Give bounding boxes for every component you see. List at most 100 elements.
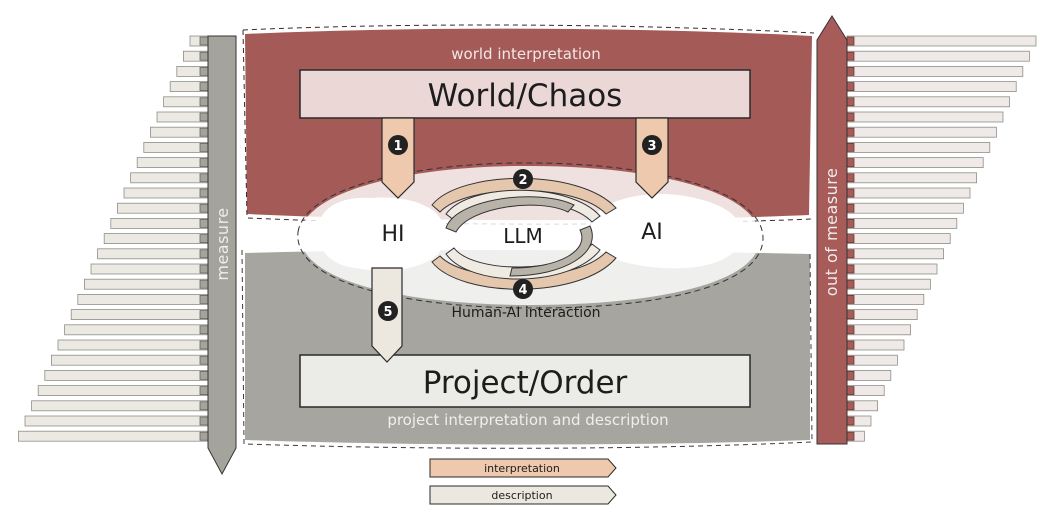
measure-bar bbox=[117, 202, 209, 214]
out-of-measure-bar bbox=[846, 293, 925, 305]
measure-bar-end bbox=[199, 173, 209, 183]
legend-interpretation-label: interpretation bbox=[484, 462, 560, 475]
out-of-measure-bar bbox=[846, 111, 1004, 123]
measure-bar-end bbox=[199, 188, 209, 198]
measure-bar-end bbox=[199, 355, 209, 365]
llm-exchange-arcs bbox=[431, 177, 617, 290]
ai-cloud bbox=[590, 194, 742, 269]
measure-label: measure bbox=[213, 207, 232, 280]
out-of-measure-bar-end bbox=[846, 142, 855, 152]
out-of-measure-bar-end bbox=[846, 234, 855, 244]
out-of-measure-bar bbox=[846, 202, 964, 214]
out-of-measure-bar bbox=[846, 172, 978, 184]
out-of-measure-bar-end bbox=[846, 386, 855, 396]
out-of-measure-bar-end bbox=[846, 431, 855, 441]
out-of-measure-bar-end bbox=[846, 67, 855, 76]
project-band-outline bbox=[241, 249, 813, 449]
interaction-ellipse-outline bbox=[297, 162, 764, 309]
measure-bar-end bbox=[199, 416, 209, 426]
measure-bar-end bbox=[199, 310, 209, 320]
svg-text:1: 1 bbox=[393, 139, 402, 154]
out-of-measure-bar-end bbox=[846, 173, 855, 183]
out-of-measure-bar-end bbox=[846, 310, 855, 320]
out-of-measure-bar bbox=[846, 309, 918, 321]
out-of-measure-bar-end bbox=[846, 158, 855, 168]
measure-bar bbox=[77, 293, 209, 305]
out-of-measure-bar bbox=[846, 339, 905, 351]
step-badge-1: 1 bbox=[388, 135, 408, 155]
measure-bar-end bbox=[199, 340, 209, 350]
out-of-measure-bar bbox=[846, 217, 958, 229]
measure-bar-end bbox=[199, 142, 209, 152]
measure-bar bbox=[103, 233, 209, 245]
out-of-measure-bar bbox=[846, 141, 991, 153]
world-interpretation-label: world interpretation bbox=[451, 45, 600, 63]
legend-description-swatch bbox=[429, 485, 617, 505]
measure-bar-end bbox=[199, 370, 209, 380]
out-of-measure-bar bbox=[846, 233, 951, 245]
legend-interpretation-swatch bbox=[429, 458, 617, 478]
arrow-3-world-to-ai bbox=[635, 117, 669, 199]
arrow-1-world-to-hi bbox=[381, 117, 415, 199]
measure-bar bbox=[31, 400, 209, 412]
out-of-measure-bar bbox=[846, 66, 1024, 77]
out-of-measure-bar bbox=[846, 248, 944, 260]
measure-bar-end bbox=[199, 203, 209, 213]
measure-bar bbox=[24, 415, 209, 427]
step-badge-3: 3 bbox=[642, 135, 662, 155]
out-of-measure-bar-end bbox=[846, 203, 855, 213]
out-of-measure-bar-end bbox=[846, 112, 855, 122]
measure-bar-end bbox=[199, 386, 209, 396]
project-interpretation-label: project interpretation and description bbox=[387, 411, 668, 429]
measure-bar-end bbox=[199, 97, 209, 107]
svg-text:4: 4 bbox=[518, 283, 527, 298]
measure-bar bbox=[44, 369, 209, 381]
measure-bar-end bbox=[199, 294, 209, 304]
out-of-measure-bar bbox=[846, 324, 911, 336]
out-of-measure-bar-end bbox=[846, 294, 855, 304]
measure-arrow bbox=[207, 35, 237, 476]
measure-bar bbox=[110, 217, 209, 229]
world-chaos-label: World/Chaos bbox=[428, 78, 623, 114]
out-of-measure-bar bbox=[846, 187, 971, 199]
out-of-measure-bar bbox=[846, 278, 931, 290]
measure-bar-end bbox=[199, 234, 209, 244]
measure-bar-end bbox=[199, 218, 209, 228]
out-of-measure-bar-stack bbox=[846, 35, 1037, 442]
measure-bar bbox=[149, 126, 209, 138]
measure-bar-end bbox=[199, 112, 209, 122]
measure-bar-end bbox=[199, 158, 209, 168]
out-of-measure-bar bbox=[846, 126, 997, 138]
out-of-measure-bar-end bbox=[846, 97, 855, 107]
out-of-measure-bar bbox=[846, 263, 938, 275]
out-of-measure-bar-end bbox=[846, 340, 855, 350]
out-of-measure-arrow bbox=[816, 15, 848, 445]
measure-bar-end bbox=[199, 82, 209, 91]
out-of-measure-bar-end bbox=[846, 370, 855, 380]
out-of-measure-bar-end bbox=[846, 218, 855, 228]
measure-bar-end bbox=[199, 401, 209, 411]
step-badge-5: 5 bbox=[378, 301, 398, 321]
out-of-measure-bar-end bbox=[846, 416, 855, 426]
hi-cloud bbox=[318, 197, 446, 271]
measure-bar bbox=[90, 263, 209, 275]
out-of-measure-bar-end bbox=[846, 264, 855, 274]
out-of-measure-bar bbox=[846, 96, 1011, 108]
measure-bar bbox=[123, 187, 209, 199]
measure-bar bbox=[84, 278, 209, 290]
out-of-measure-bar-end bbox=[846, 36, 855, 46]
out-of-measure-bar-end bbox=[846, 51, 855, 61]
ai-label: AI bbox=[641, 220, 663, 245]
measure-bar bbox=[17, 430, 209, 442]
out-of-measure-bar-end bbox=[846, 249, 855, 259]
measure-bar bbox=[57, 339, 209, 351]
measure-bar bbox=[37, 385, 209, 397]
out-of-measure-bar bbox=[846, 354, 898, 366]
out-of-measure-bar-end bbox=[846, 127, 855, 137]
measure-bar-end bbox=[199, 431, 209, 441]
measure-bar-stack bbox=[17, 35, 209, 442]
svg-text:2: 2 bbox=[518, 173, 527, 188]
project-order-box bbox=[299, 354, 751, 408]
